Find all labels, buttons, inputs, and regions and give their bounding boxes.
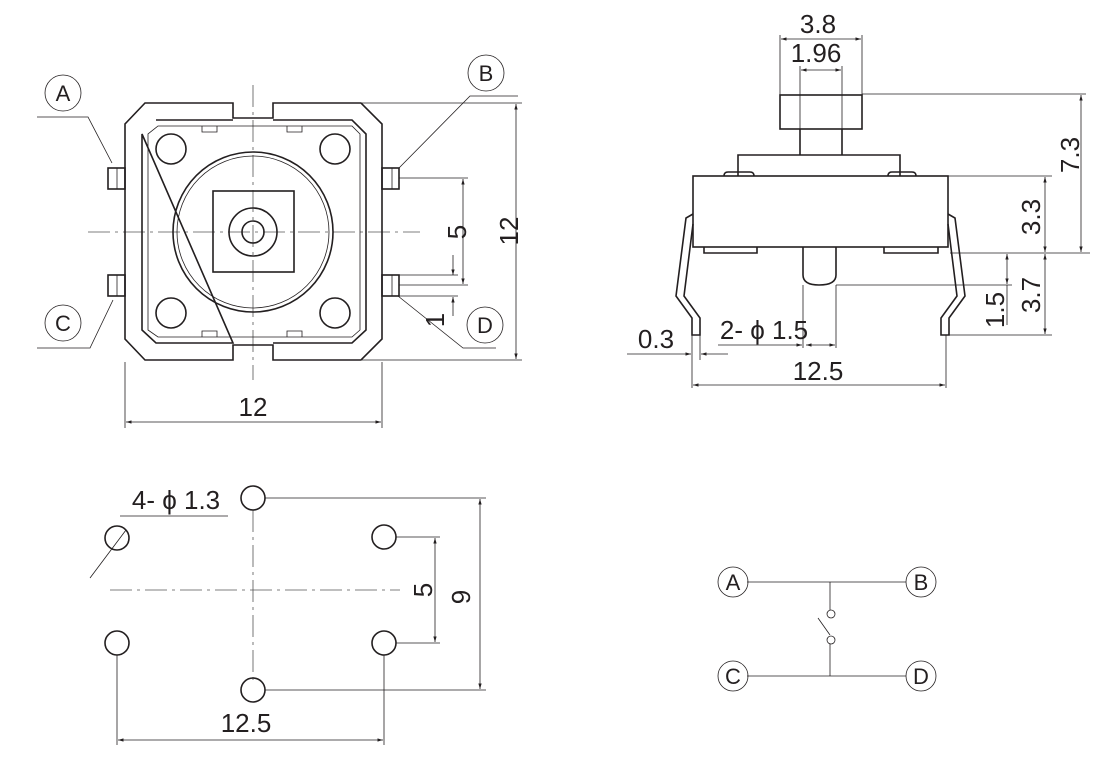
pin-label-a: A (37, 74, 113, 164)
dim-cap-width: 3.8 (800, 9, 836, 39)
terminal-d: D (905, 660, 937, 692)
hole (371, 630, 397, 656)
svg-text:D: D (913, 664, 929, 689)
pin-label-c: C (37, 299, 114, 349)
dim-peg-diameter: 2- ϕ 1.5 (720, 315, 808, 345)
dim-pin-pitch: 5 (442, 225, 472, 239)
actuator-cap (212, 190, 295, 273)
pin-label-b: B (398, 54, 518, 169)
switch-schematic: A B C D (717, 566, 937, 692)
dim-pitch-long: 9 (446, 590, 476, 604)
dim-stem-width: 1.96 (791, 38, 842, 68)
dim-span: 12.5 (221, 708, 272, 738)
dim-total-height: 7.3 (1055, 137, 1085, 173)
hole (104, 630, 130, 656)
svg-text:C: C (55, 311, 71, 336)
svg-text:C: C (725, 664, 741, 689)
hole (371, 524, 397, 550)
dim-lead-span: 12.5 (793, 356, 844, 386)
svg-text:B: B (479, 61, 494, 86)
side-view: 3.8 1.96 7.3 3.3 3.7 1.5 0.3 2- ϕ 1.5 12… (627, 9, 1090, 388)
dim-body-height: 3.3 (1016, 199, 1046, 235)
switch-body-outline (124, 102, 383, 361)
svg-text:A: A (56, 81, 71, 106)
pin-label-d: D (397, 295, 504, 349)
dim-width: 12 (239, 392, 268, 422)
dim-lead-thickness: 0.3 (638, 324, 674, 354)
locating-peg (802, 247, 837, 286)
switch-body-side (692, 175, 949, 248)
svg-text:D: D (477, 313, 493, 338)
svg-text:B: B (914, 570, 929, 595)
svg-text:A: A (726, 570, 741, 595)
lead-right (940, 213, 966, 336)
hole (240, 677, 266, 703)
pcb-footprint: 4- ϕ 1.3 5 9 12.5 (89, 485, 486, 745)
dim-pitch-short: 5 (408, 583, 438, 597)
hole (240, 485, 266, 511)
terminal-b: B (905, 566, 937, 598)
dim-peg-length: 1.5 (980, 292, 1010, 328)
top-view: A B C D 12 12 5 (37, 54, 524, 428)
dim-lead-length: 3.7 (1016, 277, 1046, 313)
dim-hole-diameter: 4- ϕ 1.3 (132, 485, 220, 515)
actuator-cap-side (779, 94, 863, 130)
terminal-a: A (717, 566, 749, 598)
lead-left (675, 213, 701, 336)
dim-pin-width: 1 (420, 313, 450, 327)
dim-height: 12 (494, 217, 524, 246)
terminal-c: C (717, 660, 749, 692)
actuator-ring (172, 151, 334, 313)
hole (104, 525, 130, 551)
